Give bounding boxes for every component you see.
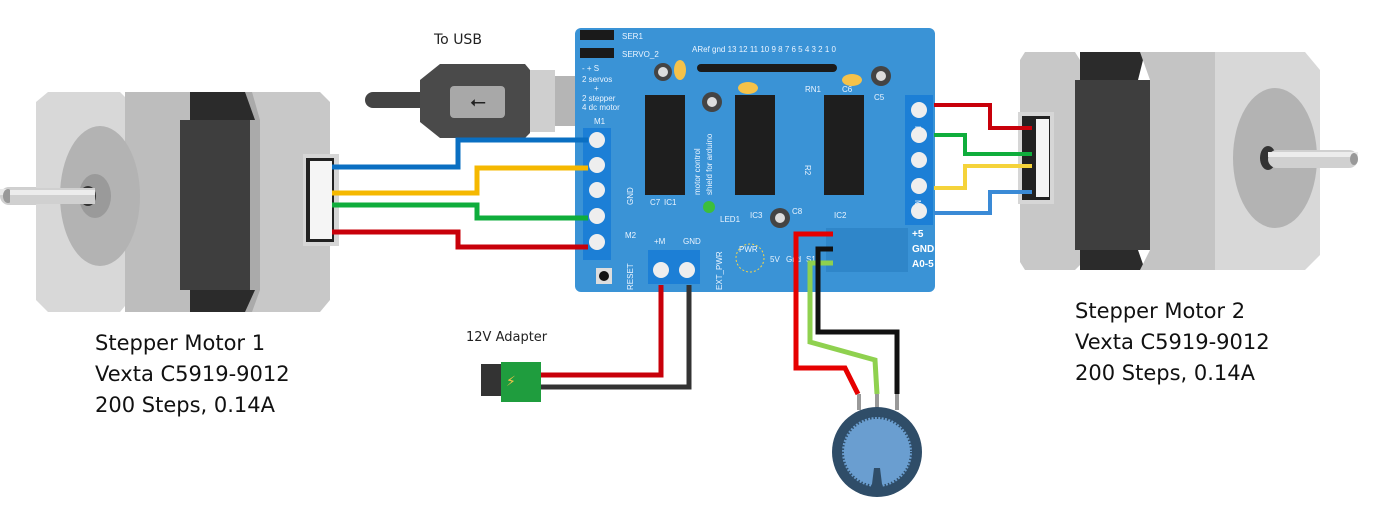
- svg-text:2 servos: 2 servos: [582, 75, 612, 84]
- to-usb-label: To USB: [434, 32, 482, 48]
- wire-yellow-m2: [934, 164, 1032, 190]
- svg-text:SER1: SER1: [622, 32, 643, 41]
- svg-text:motor control: motor control: [693, 148, 702, 195]
- svg-text:IC2: IC2: [834, 211, 847, 220]
- svg-text:SERVO_2: SERVO_2: [622, 50, 659, 59]
- wire-green-m2: [934, 133, 1032, 156]
- dc-jack-12v: ⚡: [481, 362, 541, 402]
- m3-m4-terminal-screws: [911, 102, 927, 219]
- svg-text:A0-5: A0-5: [912, 259, 934, 270]
- motor2-spec: 200 Steps, 0.14A: [1075, 361, 1255, 385]
- wire-blue-m2: [934, 190, 1032, 215]
- svg-text:GND: GND: [912, 244, 934, 255]
- svg-text:R2: R2: [803, 165, 812, 176]
- power-wires: [540, 285, 692, 390]
- adapter-label: 12V Adapter: [466, 330, 548, 345]
- svg-text:M2: M2: [625, 231, 637, 240]
- svg-text:EXT_PWR: EXT_PWR: [715, 251, 724, 290]
- wire-green-m1: [332, 202, 588, 221]
- svg-text:2 stepper: 2 stepper: [582, 94, 616, 103]
- svg-text:M1: M1: [594, 117, 606, 126]
- stepper-motor-1: [0, 92, 339, 312]
- svg-text:GND: GND: [626, 187, 635, 205]
- motor2-name: Stepper Motor 2: [1075, 299, 1246, 323]
- motor1-wires: [332, 137, 588, 250]
- wire-red-power: [540, 285, 664, 378]
- potentiometer: [832, 394, 922, 497]
- svg-text:+: +: [594, 84, 599, 93]
- svg-text:ARef gnd 13 12 11 10 9 8 7 6: ARef gnd 13 12 11 10 9 8 7 6 5 4 3 2 1 0: [692, 45, 837, 54]
- svg-text:5V: 5V: [770, 255, 780, 264]
- svg-text:- + S: - + S: [582, 64, 599, 73]
- svg-text:S1: S1: [806, 255, 816, 264]
- svg-text:IC1: IC1: [664, 198, 677, 207]
- svg-text:shield for arduino: shield for arduino: [705, 133, 714, 195]
- svg-text:IC3: IC3: [750, 211, 763, 220]
- motor2-caption: Stepper Motor 2 Vexta C5919-9012 200 Ste…: [1075, 296, 1270, 389]
- svg-text:+M: +M: [654, 237, 666, 246]
- motor-shield-board: SER1 SERVO_2 - + S 2 servos + 2 stepper …: [575, 28, 935, 292]
- svg-text:LED1: LED1: [720, 215, 741, 224]
- wire-yellow-m1: [332, 165, 588, 196]
- wire-red-m2: [934, 103, 1032, 130]
- svg-text:+5: +5: [912, 229, 924, 240]
- usb-icon: ⭠: [470, 89, 486, 113]
- stepper-motor-2: [1018, 52, 1358, 270]
- svg-text:4 dc motor: 4 dc motor: [582, 103, 620, 112]
- svg-text:C5: C5: [874, 93, 885, 102]
- svg-text:C7: C7: [650, 198, 661, 207]
- svg-text:GND: GND: [683, 237, 701, 246]
- svg-text:C8: C8: [792, 207, 803, 216]
- motor1-caption: Stepper Motor 1 Vexta C5919-9012 200 Ste…: [95, 328, 290, 421]
- wire-blue-m1: [332, 137, 588, 170]
- motor1-name: Stepper Motor 1: [95, 331, 266, 355]
- wire-black-pot: [815, 246, 900, 394]
- wire-black-power: [540, 285, 692, 390]
- motor1-spec: 200 Steps, 0.14A: [95, 393, 275, 417]
- svg-text:PWR: PWR: [739, 245, 758, 254]
- lightning-icon: ⚡: [506, 374, 516, 390]
- wire-red-pot: [793, 231, 861, 396]
- svg-text:C6: C6: [842, 85, 853, 94]
- svg-text:RN1: RN1: [805, 85, 822, 94]
- potentiometer-wires: [793, 231, 900, 396]
- motor2-model: Vexta C5919-9012: [1075, 330, 1270, 354]
- usb-cable: ⭠: [365, 64, 580, 138]
- motor1-model: Vexta C5919-9012: [95, 362, 290, 386]
- m1-m2-terminal-screws: [589, 132, 605, 250]
- svg-text:RESET: RESET: [626, 263, 635, 290]
- motor2-wires: [934, 103, 1032, 215]
- wire-red-m1: [332, 229, 588, 250]
